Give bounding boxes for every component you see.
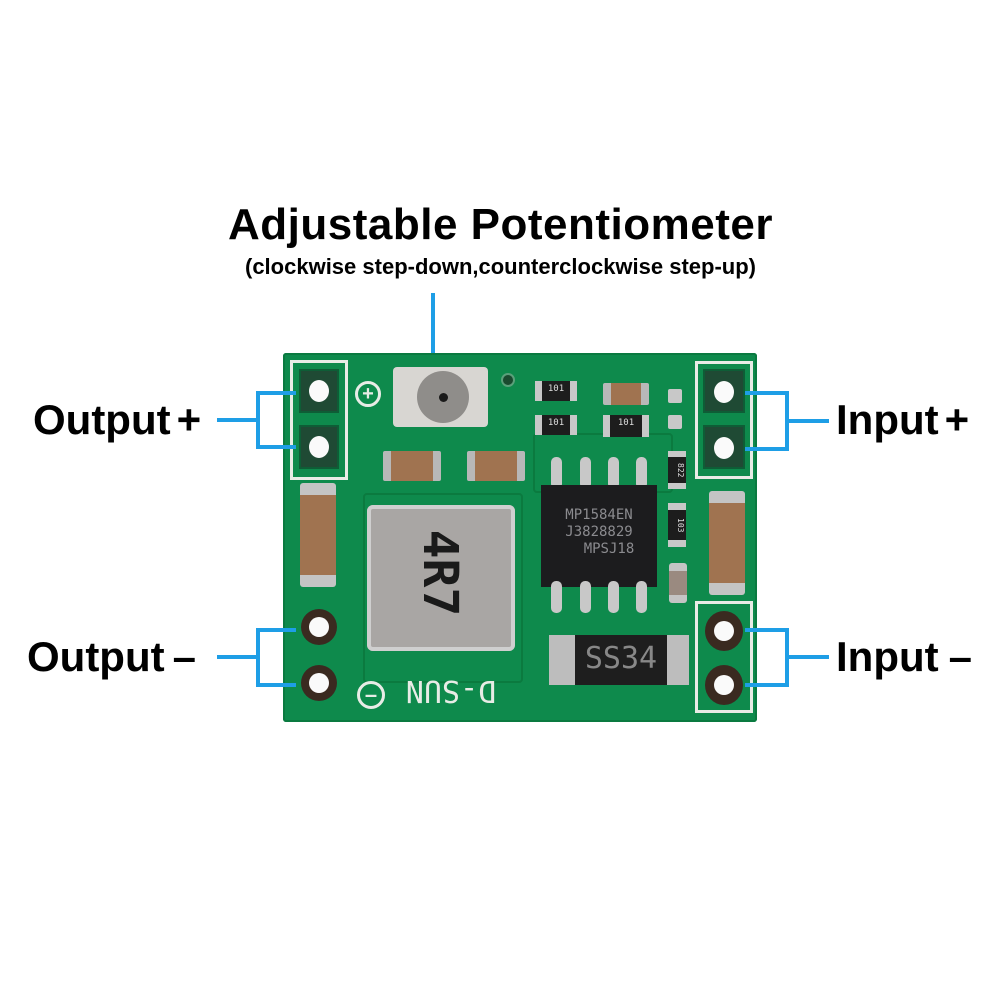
smd-capacitor [383,451,441,481]
ic-pin [580,457,591,489]
input-plus-header-outline [695,361,753,479]
through-hole [714,381,734,403]
pcb-board: + 101 101 101 MP1584EN J3828829 MPSJ18 8… [283,353,757,722]
output-minus-pad-1 [301,609,337,645]
output-plus-bracket-top [256,391,296,395]
input-plus-bracket-top [745,391,789,395]
ic-marking-line-1: MP1584EN [565,507,633,523]
ic-pin [551,457,562,489]
adjustable-potentiometer[interactable] [393,367,488,427]
ic-pin [608,457,619,489]
minus-symbol: – [357,681,385,709]
smd-pad [668,415,682,429]
inductor-4r7: 4R7 [367,505,515,651]
input-capacitor [709,491,745,595]
mp1584en-ic: MP1584EN J3828829 MPSJ18 [541,485,657,587]
smd-resistor: 101 [535,381,577,401]
diagram-title: Adjustable Potentiometer [228,200,773,249]
output-minus-callout-line [217,655,259,659]
through-hole [309,436,329,458]
smd-capacitor [603,383,649,405]
output-minus-label: Output– [27,633,196,680]
output-plus-bracket-bottom [256,445,296,449]
input-plus-pad-2 [703,425,745,469]
potentiometer-adjust-slot [439,393,448,402]
smd-resistor: 101 [535,415,577,435]
ss34-schottky-diode: SS34 [549,635,689,685]
output-plus-callout-line [217,418,259,422]
through-hole [714,675,734,695]
input-plus-label: Input+ [836,396,970,443]
through-hole [309,617,329,637]
ic-pin [551,581,562,613]
ic-marking-line-3: MPSJ18 [583,541,635,557]
smd-capacitor [467,451,525,481]
output-minus-bracket-top [256,628,296,632]
input-plus-pad-1 [703,369,745,413]
ic-marking-line-2: J3828829 [565,524,633,540]
plus-symbol: + [355,381,381,407]
ic-pin [580,581,591,613]
inductor-marking: 4R7 [412,529,468,617]
output-plus-bracket-vertical [256,391,260,449]
ic-pin [636,581,647,613]
smd-pad [668,389,682,403]
diagram-subtitle: (clockwise step-down,counterclockwise st… [245,254,756,279]
output-minus-pad-2 [301,665,337,701]
output-plus-pad-2 [299,425,339,469]
through-hole [714,437,734,459]
through-hole [309,673,329,693]
ic-pin [636,457,647,489]
input-plus-bracket-bottom [745,447,789,451]
smd-resistor-vertical: 103 [668,503,686,547]
output-plus-header-outline [290,360,348,480]
input-minus-bracket-top [745,628,789,632]
smd-capacitor-vertical [669,563,687,603]
through-hole [309,380,329,402]
input-plus-callout-line [785,419,829,423]
input-minus-label: Input– [836,633,972,680]
output-capacitor [300,483,336,587]
smd-resistor-vertical: 822 [668,451,686,489]
input-minus-header-outline [695,601,753,713]
output-plus-pad-1 [299,369,339,413]
smd-resistor: 101 [603,415,649,437]
input-minus-bracket-bottom [745,683,789,687]
ic-pin [608,581,619,613]
via [501,373,515,387]
output-plus-label: Output+ [33,396,202,443]
potentiometer-callout-line [431,293,435,403]
input-minus-pad-2 [705,665,743,705]
input-minus-pad-1 [705,611,743,651]
input-minus-callout-line [785,655,829,659]
output-minus-bracket-vertical [256,628,260,687]
potentiometer-dial[interactable] [417,371,469,423]
through-hole [714,621,734,641]
silkscreen-brand: D-SUN [405,673,497,708]
pcb-trace [363,493,523,683]
output-minus-bracket-bottom [256,683,296,687]
